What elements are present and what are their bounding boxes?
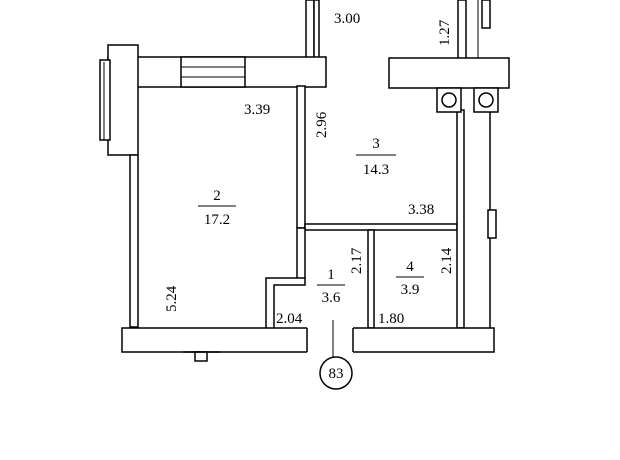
room-1-area: 3.6	[322, 290, 341, 306]
dim-room4-width: 1.80	[378, 311, 404, 327]
dim-room3-depth: 2.96	[314, 111, 330, 138]
room-3-number: 3	[372, 136, 380, 152]
room-3-label: 3 14.3	[356, 136, 396, 178]
wall-room1-room4	[367, 229, 375, 329]
wall-room1-left	[296, 227, 306, 279]
dim-top-width: 3.00	[334, 11, 360, 27]
dimension-labels: 3.00 1.27 3.39 2.96 3.38 2.17 2.14 5.24 …	[164, 11, 455, 327]
dim-room4-depth: 2.14	[439, 247, 455, 274]
walls	[99, 0, 510, 362]
wall-left-lower	[129, 154, 139, 328]
unit-number-circle	[319, 356, 353, 390]
dim-room2-width: 3.39	[244, 102, 270, 118]
wall-bottom-opening	[307, 327, 353, 353]
wall-shaft-block	[388, 57, 510, 89]
room-4-label: 4 3.9	[396, 259, 424, 298]
room-1-number: 1	[327, 267, 335, 283]
room-2-number: 2	[213, 188, 221, 204]
room-2-area: 17.2	[204, 212, 230, 228]
wall-top-upper	[305, 0, 315, 59]
dim-room3-width: 3.38	[408, 202, 434, 218]
unit-number-tag: 83	[319, 356, 353, 390]
unit-number: 83	[329, 366, 344, 382]
room-4-area: 3.9	[401, 282, 420, 298]
shaft-1	[436, 87, 462, 113]
wall-room1-step	[265, 277, 297, 328]
room-labels: 2 17.2 3 14.3 1 3.6 4 3.9	[198, 136, 424, 306]
wall-far-right-top	[481, 0, 491, 29]
shaft-2-icon	[478, 92, 494, 108]
dim-room1-depth: 2.17	[349, 247, 365, 274]
dim-room1-width: 2.04	[276, 311, 303, 327]
wall-top-left-strip	[313, 0, 320, 59]
room-3-area: 14.3	[363, 162, 389, 178]
wall-right-inner	[456, 109, 465, 329]
wall-bottom-stub	[194, 351, 208, 362]
dim-top-height: 1.27	[437, 19, 453, 46]
wall-left-outer	[107, 44, 139, 156]
shaft-2	[473, 87, 499, 113]
wall-top-right	[457, 0, 467, 65]
wall-far-right-stub	[487, 209, 497, 239]
window-left	[99, 59, 111, 141]
room-1-label: 1 3.6	[317, 267, 345, 306]
room-2-label: 2 17.2	[198, 188, 236, 228]
room-4-number: 4	[406, 259, 414, 275]
window-top	[180, 56, 246, 88]
dim-room2-length: 5.24	[164, 285, 180, 312]
wall-room2-room3	[296, 85, 306, 229]
shaft-1-icon	[441, 92, 457, 108]
wall-room3-bottom	[304, 223, 458, 231]
